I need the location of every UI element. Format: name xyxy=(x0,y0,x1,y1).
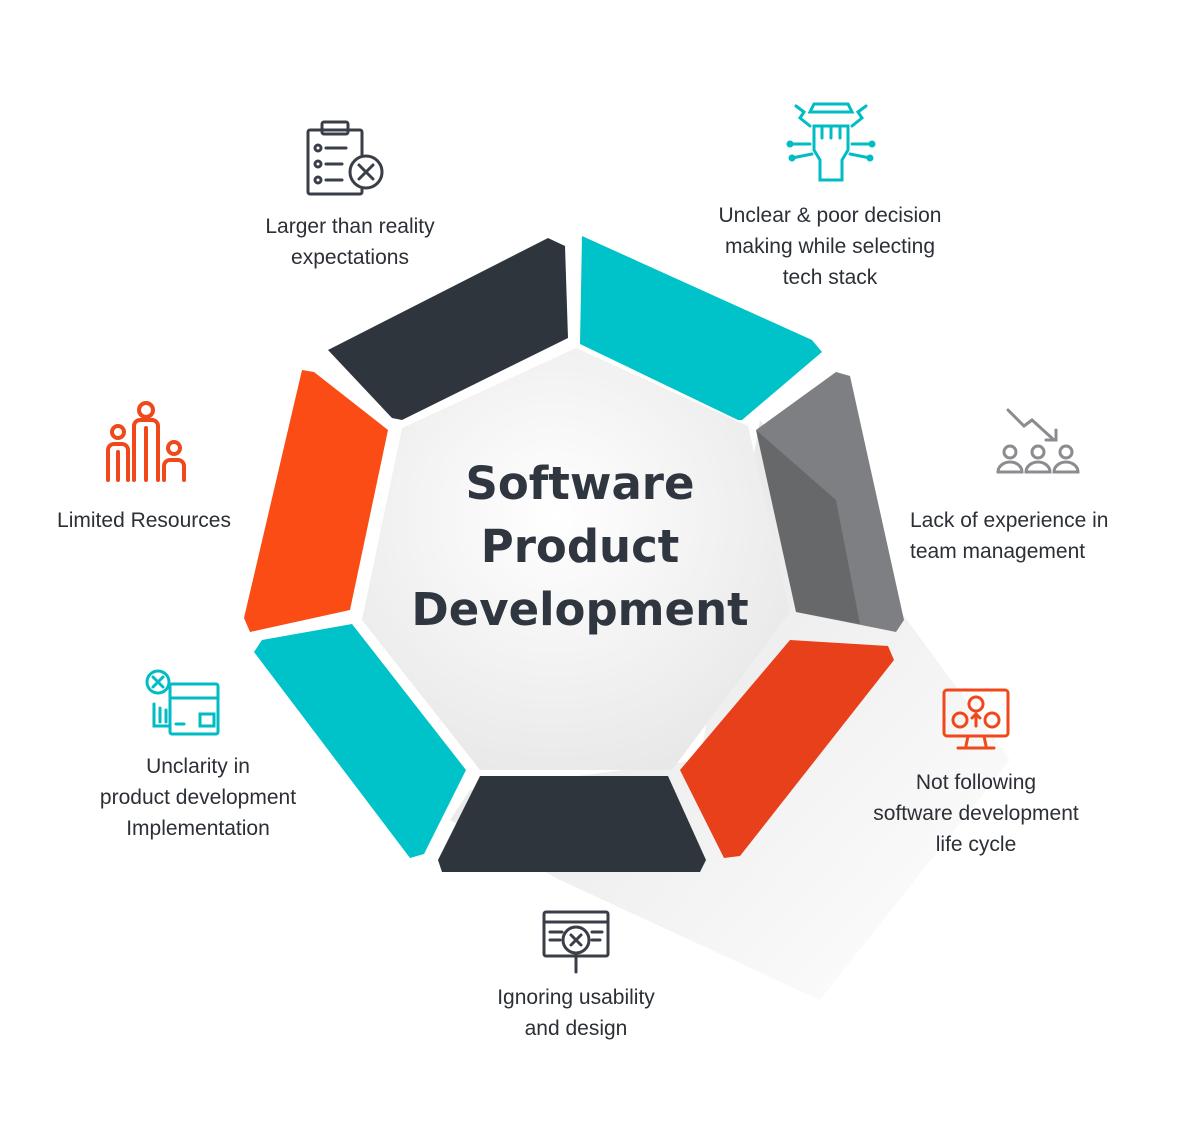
segment-top-right xyxy=(580,236,822,420)
label-line: making while selecting xyxy=(724,235,936,258)
segment-bottom-left xyxy=(254,624,466,858)
title-line-1: Software xyxy=(465,457,695,510)
browser-magnifier-icon xyxy=(542,910,610,974)
label-usability: Ignoring usability and design xyxy=(426,982,726,1044)
label-line: Larger than reality xyxy=(265,215,435,238)
clipboard-cancel-icon xyxy=(306,120,384,196)
segment-bottom-right xyxy=(680,640,894,858)
segment-bottom xyxy=(438,776,706,872)
label-line: Ignoring usability xyxy=(497,986,655,1009)
label-line: product development xyxy=(99,786,297,809)
label-implementation: Unclarity in product development Impleme… xyxy=(48,751,348,844)
resource-bars-icon xyxy=(106,401,186,482)
label-line: Unclear & poor decision xyxy=(718,204,942,227)
label-line: life cycle xyxy=(935,833,1017,856)
hand-gear-box-icon xyxy=(145,669,220,736)
segment-right-shade xyxy=(756,430,860,624)
label-line: software development xyxy=(873,802,1079,825)
label-limited-resources: Limited Resources xyxy=(14,505,274,536)
segment-top-left xyxy=(328,238,568,420)
label-line: Implementation xyxy=(126,817,270,840)
label-line: Limited Resources xyxy=(57,509,231,532)
label-line: Not following xyxy=(915,771,1037,794)
segment-left xyxy=(244,370,388,632)
label-line: team management xyxy=(910,540,1086,563)
segment-right xyxy=(756,372,904,632)
label-expectations: Larger than reality expectations xyxy=(200,211,500,273)
label-line: expectations xyxy=(291,246,409,269)
label-sdlc: Not following software development life … xyxy=(826,767,1126,860)
monitor-gears-icon xyxy=(942,688,1010,750)
label-line: Lack of experience in xyxy=(910,509,1109,532)
fist-wrench-circuit-icon xyxy=(786,102,876,182)
title-line-2: Product xyxy=(480,520,680,573)
label-line: tech stack xyxy=(782,266,878,289)
center-title: Software Product Development xyxy=(380,452,780,641)
label-team-management: Lack of experience in team management xyxy=(910,505,1200,567)
label-tech-stack: Unclear & poor decision making while sel… xyxy=(680,200,980,293)
team-decline-icon xyxy=(996,408,1080,474)
center-heptagon xyxy=(362,348,790,770)
label-line: Unclarity in xyxy=(146,755,250,778)
label-line: and design xyxy=(524,1017,628,1040)
title-line-3: Development xyxy=(411,583,749,636)
